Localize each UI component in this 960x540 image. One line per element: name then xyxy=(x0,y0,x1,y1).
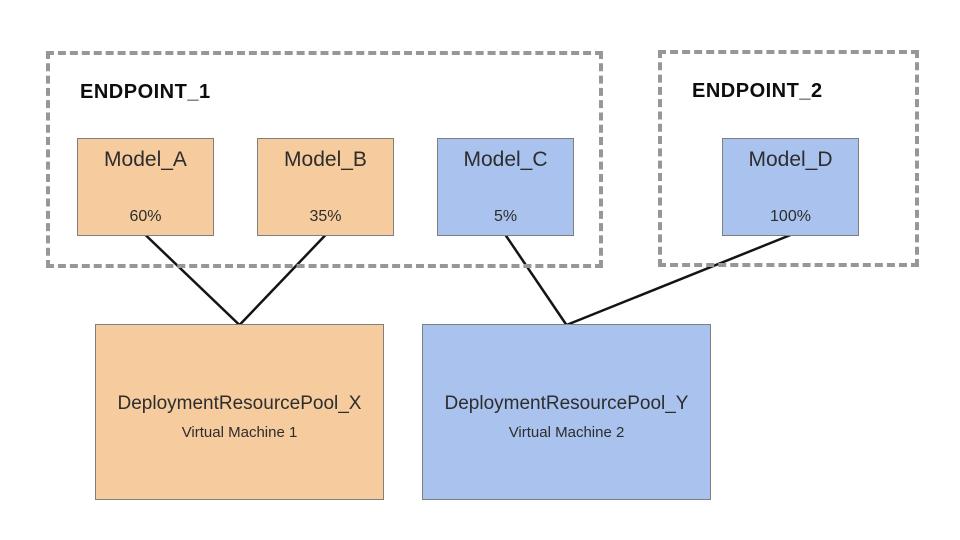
model-c-name: Model_C xyxy=(463,148,548,171)
model-d-traffic-percentage: 100% xyxy=(770,208,811,225)
model-c-box: Model_C 5% xyxy=(437,138,574,236)
pool-y-machine: Virtual Machine 2 xyxy=(508,424,625,441)
pool-y-box: DeploymentResourcePool_Y Virtual Machine… xyxy=(422,324,711,500)
model-a-box: Model_A 60% xyxy=(77,138,214,236)
endpoint-2-label: ENDPOINT_2 xyxy=(692,80,823,102)
model-b-box: Model_B 35% xyxy=(257,138,394,236)
endpoint-1-frame: ENDPOINT_1 xyxy=(46,51,603,268)
endpoint-1-label: ENDPOINT_1 xyxy=(80,81,211,103)
model-d-name: Model_D xyxy=(748,148,833,171)
model-c-traffic-percentage: 5% xyxy=(493,208,518,225)
endpoint-2-frame: ENDPOINT_2 xyxy=(658,50,919,267)
model-a-name: Model_A xyxy=(104,148,187,171)
model-b-name: Model_B xyxy=(284,148,367,171)
pool-x-box: DeploymentResourcePool_X Virtual Machine… xyxy=(95,324,384,500)
model-d-box: Model_D 100% xyxy=(722,138,859,236)
pool-x-name: DeploymentResourcePool_X xyxy=(117,393,362,414)
pool-x-machine: Virtual Machine 1 xyxy=(181,424,298,441)
model-b-traffic-percentage: 35% xyxy=(309,208,342,225)
pool-y-name: DeploymentResourcePool_Y xyxy=(444,393,689,414)
model-a-traffic-percentage: 60% xyxy=(129,208,162,225)
